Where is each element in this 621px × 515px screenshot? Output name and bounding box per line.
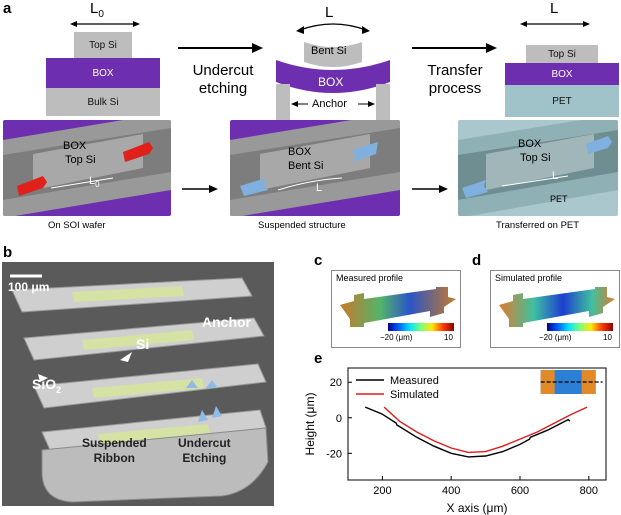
micro-si-3: Top Si [520, 152, 551, 164]
colorbar-min-measured: −20 (μm) [380, 333, 413, 342]
micro-arrow-1 [182, 185, 218, 193]
measured-profile-map: Measured profile −20 (μm) 10 [331, 270, 461, 348]
caption-suspended: Suspended structure [258, 220, 346, 231]
micro-dim-2: L [316, 182, 323, 194]
pet-layer: PET [505, 85, 619, 117]
scale-bar-label: 100 μm [8, 280, 50, 294]
dimension-label-l0: L0 [90, 0, 104, 20]
micro-box-2: BOX [288, 146, 312, 158]
colorbar-max-measured: 10 [444, 333, 453, 342]
micro-si-2: Bent Si [288, 160, 324, 172]
bent-stack [276, 23, 390, 120]
measured-profile-title: Measured profile [336, 273, 404, 283]
series-line-measured [364, 406, 571, 458]
panel-c-letter: c [314, 252, 323, 269]
panel-e-letter: e [314, 350, 323, 367]
simulated-profile-map: Simulated profile −20 (μm) 10 [490, 270, 620, 348]
dimension-arrow-l0 [70, 21, 140, 27]
si-sem-label: Si [136, 336, 150, 352]
micrograph-pet: BOX Top Si L PET [458, 120, 618, 216]
panel-d-letter: d [472, 252, 482, 269]
top-si-layer: Top Si [74, 32, 132, 58]
y-tick-label: 20 [330, 377, 342, 389]
x-tick-label: 800 [580, 485, 598, 497]
bulk-si-layer: Bulk Si [46, 88, 160, 116]
y-tick-label: 0 [336, 413, 342, 425]
y-axis-label: Height (μm) [303, 393, 317, 456]
micro-si-1: Top Si [65, 154, 96, 166]
x-tick-label: 600 [511, 485, 529, 497]
top-si-layer-right: Top Si [526, 45, 598, 63]
panel-b-letter: b [3, 244, 13, 261]
dimension-arrow-l-right [520, 21, 590, 27]
simulated-profile-title: Simulated profile [495, 273, 563, 283]
caption-soi: On SOI wafer [48, 220, 106, 231]
y-tick-label: -20 [326, 448, 342, 460]
micro-box-1: BOX [63, 140, 87, 152]
process-arrow-2 [412, 43, 497, 53]
legend-label: Simulated [390, 389, 439, 401]
anchor-sem-label: Anchor [202, 314, 251, 330]
legend-label: Measured [390, 375, 439, 387]
x-tick-label: 200 [373, 485, 391, 497]
micro-box-3: BOX [518, 138, 542, 150]
micro-dim-1: L [89, 175, 96, 187]
box-label-center: BOX [318, 75, 344, 89]
box-layer: BOX [46, 58, 160, 88]
panel-a-letter: a [3, 0, 12, 17]
micrograph-soi: BOX Top Si L0 [3, 120, 171, 216]
micro-dim-3: L [552, 170, 559, 182]
process-arrow-1 [178, 43, 263, 53]
dimension-label-l: L [325, 4, 334, 21]
micro-pet-3: PET [550, 194, 568, 204]
plot-frame [347, 367, 607, 481]
colorbar-min-simulated: −20 (μm) [539, 333, 572, 342]
colorbar-simulated [547, 323, 613, 331]
caption-pet: Transferred on PET [496, 220, 580, 231]
micrograph-suspended: BOX Bent Si L [230, 120, 400, 216]
dimension-label-l-right: L [550, 0, 559, 17]
x-axis-label: X axis (μm) [447, 501, 508, 515]
micro-arrow-2 [412, 185, 448, 193]
x-tick-label: 400 [442, 485, 460, 497]
box-layer-right: BOX [505, 63, 619, 85]
series-line-simulated [383, 406, 588, 454]
bent-si-label: Bent Si [311, 45, 347, 57]
colorbar-max-simulated: 10 [603, 333, 612, 342]
colorbar-measured [388, 323, 454, 331]
sio2-sem-label: SiO2 [32, 376, 62, 395]
anchor-label: Anchor [312, 98, 347, 110]
